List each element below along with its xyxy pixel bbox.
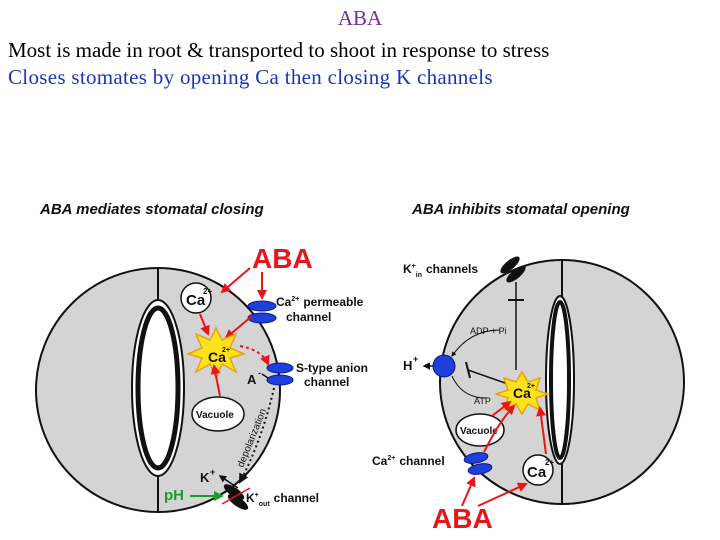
right-aba-label: ABA (432, 503, 493, 534)
left-burst-ca-charge: 2+ (222, 347, 230, 354)
left-ph-label: pH (164, 487, 184, 504)
right-h-symbol: H (403, 358, 412, 373)
left-vacuole-ca-arrow (210, 364, 221, 397)
left-k-efflux-arrow (218, 475, 239, 489)
left-anion-charge: - (258, 368, 261, 378)
right-vacuole-label: Vacuole (460, 426, 498, 437)
right-pump-inhibition-line (467, 369, 509, 385)
left-anion-symbol: A (247, 372, 257, 387)
left-anion-label-1: S-type anion (296, 361, 368, 375)
right-adp-label: ADP + Pi (470, 326, 507, 336)
right-ca-channel-icon (463, 452, 493, 475)
left-ca-channel-label-1: Ca2+permeable (276, 295, 364, 309)
left-k-charge: + (210, 467, 215, 477)
left-ca-channel-icon (247, 300, 277, 324)
left-ca-influx-arrow (224, 315, 253, 340)
left-k-out-channel-icon (221, 484, 251, 510)
left-vacuole (191, 396, 245, 432)
left-aba-label: ABA (252, 243, 313, 274)
right-burst-ca-charge: 2+ (527, 383, 535, 390)
left-ca-channel-label-2: channel (286, 310, 331, 324)
right-h-pump-icon (432, 354, 456, 378)
right-atp-label: ATP (474, 396, 491, 406)
left-vacuole-label: Vacuole (196, 410, 234, 421)
right-ca-charge: 2+ (545, 458, 554, 467)
left-ca-store (180, 282, 212, 314)
right-heading: ABA inhibits stomatal opening (411, 201, 630, 218)
right-burst-ca: Ca (513, 385, 531, 401)
slide-title: ABA (337, 6, 383, 30)
left-k-ion: K (200, 470, 210, 485)
left-anion-efflux-arrow (261, 373, 269, 379)
right-ca-store (522, 454, 554, 486)
left-anion-activation-arrow (239, 345, 270, 366)
right-vacuole-ca-arrow (491, 400, 512, 417)
right-k-in-channel-icon (500, 256, 526, 283)
right-ca-influx-arrow (483, 404, 516, 453)
left-heading: ABA mediates stomatal closing (39, 201, 264, 218)
left-pore-wall (135, 305, 181, 471)
summary-line-1: Most is made in root & transported to sh… (8, 38, 550, 62)
left-aba-arrow-ca (220, 267, 251, 294)
left-anion-label-2: channel (304, 375, 349, 389)
right-aba-arrow-ca (477, 482, 528, 507)
left-panel: ABA mediates stomatal closing ABA Ca 2+ … (35, 201, 368, 513)
right-ca-channel-label: Ca2+channel (372, 454, 445, 468)
right-pump-inhibition-bar (465, 361, 471, 379)
left-depolarization-arrow (239, 387, 275, 484)
right-pore-wall (549, 300, 571, 460)
left-ca-release-arrow (199, 313, 210, 336)
left-ca-symbol: Ca (186, 292, 206, 309)
left-burst-ca: Ca (208, 349, 226, 365)
right-h-charge: + (413, 354, 418, 364)
right-aba-arrow-channel (461, 476, 476, 507)
right-ca-release-arrow (536, 406, 547, 455)
left-anion-channel-icon (266, 362, 294, 386)
left-ca-charge: 2+ (203, 287, 212, 296)
right-ca-symbol: Ca (527, 464, 547, 481)
summary-line-2: Closes stomates by opening Ca then closi… (8, 65, 493, 89)
right-atp-arc (451, 375, 487, 399)
right-adp-arc (451, 329, 501, 357)
